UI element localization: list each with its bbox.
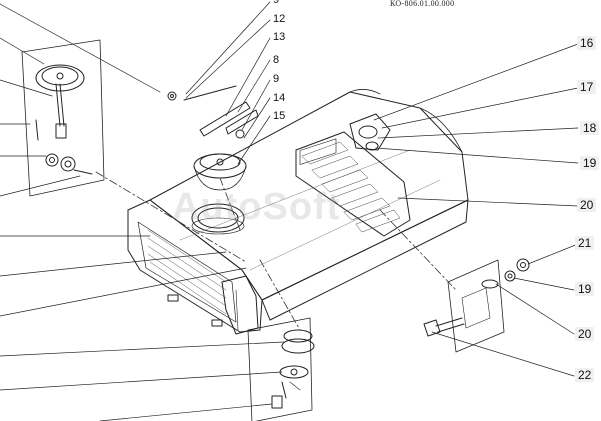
callout-16: 16 xyxy=(577,36,597,50)
callout-15: 15 xyxy=(272,110,287,122)
handwheel-detail xyxy=(21,39,105,197)
callout-9-top: 9 xyxy=(272,0,281,6)
filler-cover xyxy=(193,153,247,191)
callout-13: 13 xyxy=(272,31,287,43)
filler-neck xyxy=(191,203,245,235)
leader-lines xyxy=(0,1,579,421)
mounting-plate xyxy=(423,258,530,353)
callout-18: 18 xyxy=(580,121,600,135)
callout-19-lower: 19 xyxy=(575,282,595,296)
sender-unit xyxy=(247,317,315,421)
callout-20-upper: 20 xyxy=(577,198,597,212)
tank-body xyxy=(127,89,469,335)
callout-12: 12 xyxy=(272,13,287,25)
clamp-strip xyxy=(167,85,259,139)
battery-box xyxy=(295,131,411,237)
callout-17: 17 xyxy=(577,80,597,94)
callout-14: 14 xyxy=(272,92,287,104)
callout-21: 21 xyxy=(575,236,595,250)
callout-8: 8 xyxy=(272,54,281,66)
top-bracket xyxy=(349,113,391,151)
callout-22: 22 xyxy=(575,368,595,382)
callout-20-lower: 20 xyxy=(575,327,595,341)
callout-9-mid: 9 xyxy=(272,73,281,85)
document-code: КО-806.01.00.000 xyxy=(390,0,455,8)
callout-19-upper: 19 xyxy=(580,156,600,170)
